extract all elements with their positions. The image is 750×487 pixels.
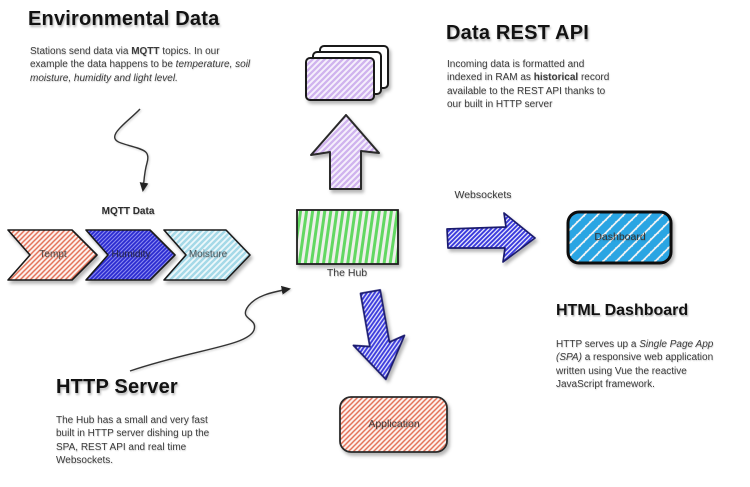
application-label: Application (368, 418, 420, 430)
environmental-data-title: Environmental Data (28, 8, 220, 30)
dashboard-label: Dashboard (594, 231, 646, 243)
curved-arrow-http-to-hub (129, 285, 291, 372)
chevron-humidity-label: Humidity (111, 249, 151, 260)
http-server-title: HTTP Server (56, 376, 178, 398)
websockets-arrow (446, 212, 536, 263)
application-box (339, 396, 448, 453)
chevron-moisture (163, 229, 251, 281)
html-dashboard-title: HTML Dashboard (556, 302, 689, 319)
rest-text-bold: historical (533, 72, 579, 84)
env-text-1: Stations send data via (30, 46, 132, 57)
down-arrow (352, 289, 406, 381)
dash-text-italic: Single Page App (SPA) (556, 339, 714, 364)
chevron-humidity (85, 229, 176, 281)
chevron-tempt (7, 229, 98, 281)
environmental-data-paragraph: Stations send data via MQTT topics. In o… (30, 45, 254, 85)
hub-box (296, 209, 399, 265)
dash-text-1: HTTP serves up a (556, 339, 640, 350)
chevron-tempt-label: Tempt (39, 249, 67, 260)
chevron-moisture-label: Moisture (188, 249, 228, 260)
websockets-label: Websockets (454, 189, 512, 201)
up-arrow (310, 114, 380, 190)
rest-text-1: Incoming data is formatted and indexed i… (447, 59, 585, 84)
hub-label: The Hub (326, 267, 368, 279)
data-rest-api-paragraph: Incoming data is formatted and indexed i… (447, 58, 610, 111)
http-server-paragraph: The Hub has a small and very fast built … (56, 415, 210, 466)
data-rest-api-title: Data REST API (446, 22, 590, 44)
dashboard-box (566, 210, 673, 265)
documents-stack-icon (305, 45, 389, 101)
env-text-2: topics. In our example the data happens … (30, 46, 220, 71)
env-text-bold: MQTT (131, 46, 160, 57)
rest-text-2: record available to the REST API thanks … (447, 72, 610, 110)
curved-arrow-env-to-mqtt (114, 108, 149, 192)
html-dashboard-paragraph: HTTP serves up a Single Page App (SPA) a… (556, 338, 726, 391)
mqtt-data-label: MQTT Data (101, 206, 155, 217)
dash-text-2: a responsive web application written usi… (556, 352, 714, 390)
env-text-italic: temperature, soil moisture, humidity and… (30, 59, 251, 84)
